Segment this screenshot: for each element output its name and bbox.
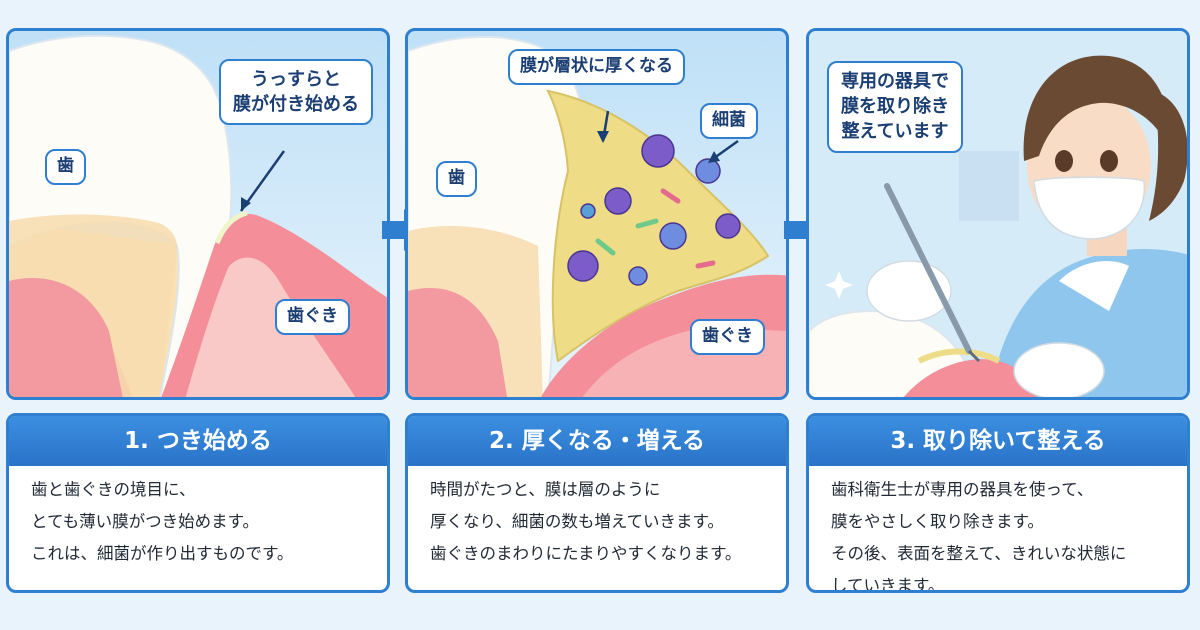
tooth-label: 歯	[436, 161, 477, 197]
gum-label: 歯ぐき	[275, 299, 350, 335]
step-1-title: 1. つき始める	[9, 416, 387, 466]
plaque-diagram	[408, 35, 786, 397]
step-1-panel: 歯 歯ぐき うっすらと 膜が付き始める 1. つき始める 歯と歯ぐきの境目に、 …	[6, 0, 400, 630]
body-line: これは、細菌が作り出すものです。	[31, 544, 294, 563]
body-line: 歯と歯ぐきの境目に、	[31, 480, 196, 499]
body-line: その後、表面を整えて、きれいな状態に	[831, 544, 1127, 563]
step-2-illustration: 歯 歯ぐき 膜が層状に厚くなる 細菌	[405, 28, 789, 400]
step-2-panel: 歯 歯ぐき 膜が層状に厚くなる 細菌 2. 厚くなる・増える 時間がたつと、膜は…	[405, 0, 799, 630]
gum-label: 歯ぐき	[690, 319, 765, 355]
step-3-body: 歯科衛生士が専用の器具を使って、 膜をやさしく取り除きます。 その後、表面を整え…	[809, 466, 1187, 593]
layer-callout: 膜が層状に厚くなる	[508, 49, 685, 85]
film-callout: うっすらと 膜が付き始める	[219, 59, 373, 126]
step-3-illustration: 専用の器具で 膜を取り除き 整えています	[806, 28, 1190, 400]
body-line: とても薄い膜がつき始めます。	[31, 512, 260, 531]
body-line: 膜をやさしく取り除きます。	[831, 512, 1044, 531]
body-line: 歯科衛生士が専用の器具を使って、	[831, 480, 1094, 499]
step-3-caption: 3. 取り除いて整える 歯科衛生士が専用の器具を使って、 膜をやさしく取り除きま…	[806, 413, 1190, 593]
step-1-caption: 1. つき始める 歯と歯ぐきの境目に、 とても薄い膜がつき始めます。 これは、細…	[6, 413, 390, 593]
tool-callout: 専用の器具で 膜を取り除き 整えています	[827, 61, 963, 153]
step-2-title: 2. 厚くなる・増える	[408, 416, 786, 466]
step-1-body: 歯と歯ぐきの境目に、 とても薄い膜がつき始めます。 これは、細菌が作り出すもので…	[9, 466, 387, 570]
body-line: していきます。	[831, 576, 945, 593]
step-3-title: 3. 取り除いて整える	[809, 416, 1187, 466]
step-2-body: 時間がたつと、膜は層のように 厚くなり、細菌の数も増えていきます。 歯ぐきのまわ…	[408, 466, 786, 570]
body-line: 厚くなり、細菌の数も増えていきます。	[430, 512, 724, 531]
body-line: 時間がたつと、膜は層のように	[430, 480, 661, 499]
tooth-gum-diagram	[9, 34, 387, 397]
step-3-panel: 専用の器具で 膜を取り除き 整えています 3. 取り除いて整える 歯科衛生士が専…	[806, 0, 1200, 630]
bacteria-label: 細菌	[700, 103, 758, 139]
body-line: 歯ぐきのまわりにたまりやすくなります。	[430, 544, 742, 563]
step-2-caption: 2. 厚くなる・増える 時間がたつと、膜は層のように 厚くなり、細菌の数も増えて…	[405, 413, 789, 593]
step-1-illustration: 歯 歯ぐき うっすらと 膜が付き始める	[6, 28, 390, 400]
tooth-label: 歯	[45, 149, 86, 185]
